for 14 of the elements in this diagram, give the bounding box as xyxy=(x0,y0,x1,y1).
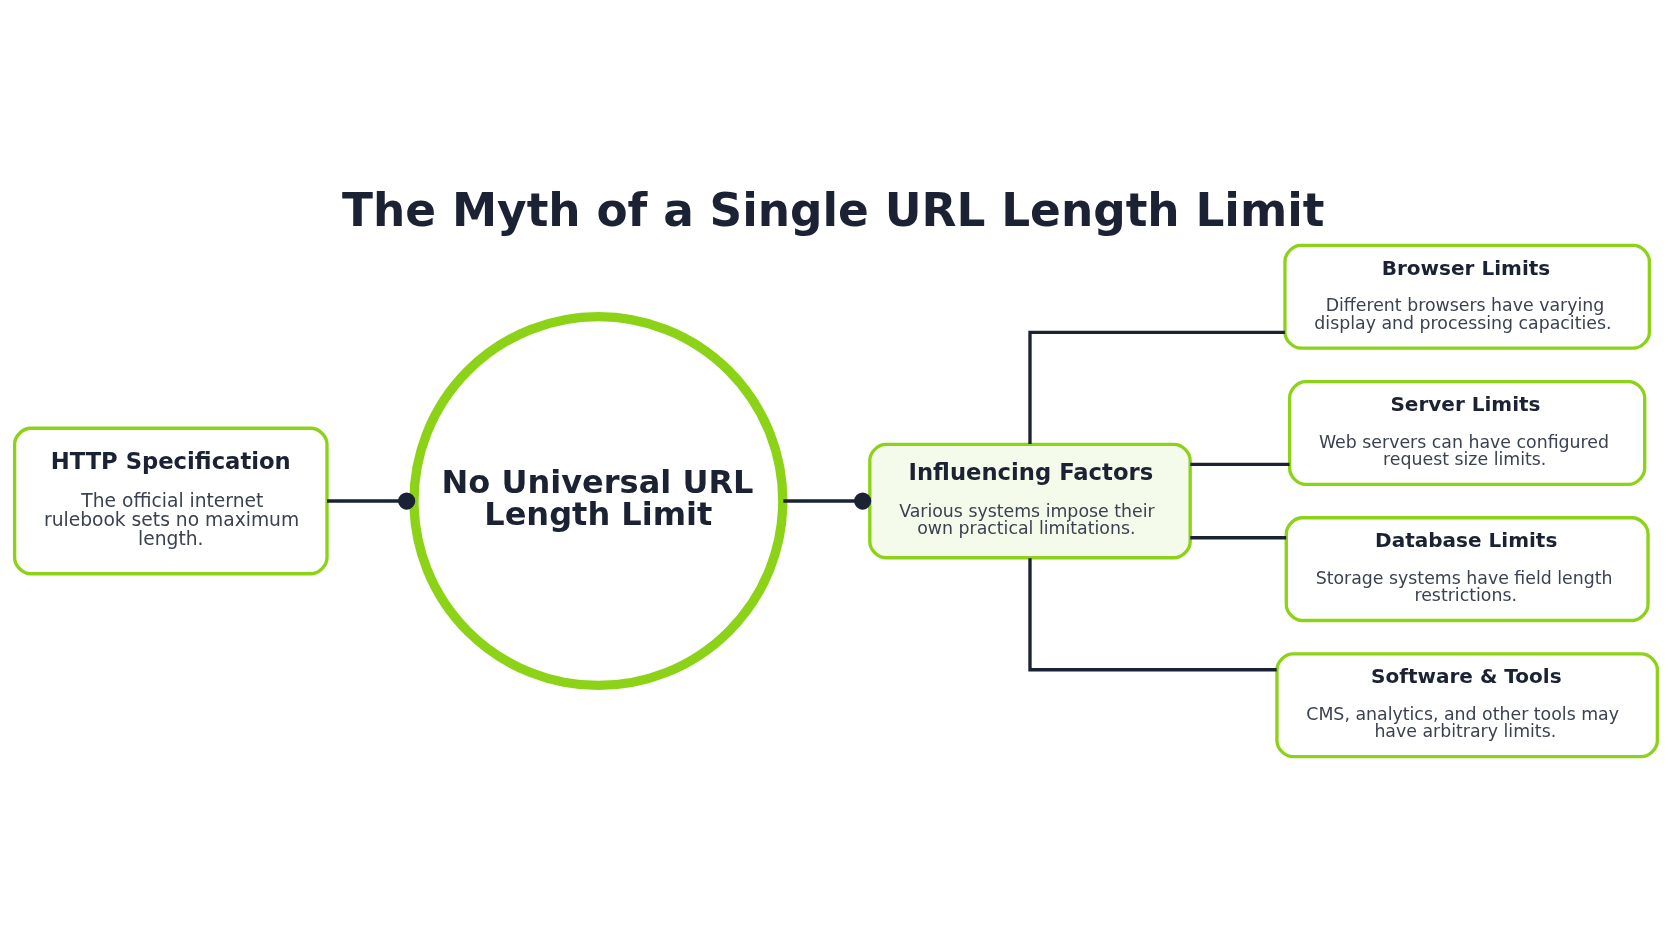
node-box: Browser Limits Different browsers have varying display and processing capacities. xyxy=(1283,243,1652,350)
node-box: Software & Tools CMS, analytics, and other tools may have arbitrary limits. xyxy=(1275,651,1660,758)
node-circle: No Universal URL Length Limit xyxy=(409,311,788,690)
connector xyxy=(1190,462,1290,466)
node-box: Influencing Factors Various systems impose their own practical limitations. xyxy=(868,442,1192,559)
node-box: Server Limits Web servers can have configured request size limits. xyxy=(1287,379,1647,486)
connector xyxy=(1028,557,1277,671)
connector xyxy=(327,491,416,510)
node-box: HTTP Specification The official internet rulebook sets no maximum length. xyxy=(12,426,329,575)
connector xyxy=(1028,330,1285,444)
connector xyxy=(783,491,872,510)
diagram-title: The Myth of a Single URL Length Limit xyxy=(342,183,1325,237)
connector xyxy=(1190,535,1287,539)
node-box: Database Limits Storage systems have field length restrictions. xyxy=(1284,515,1650,622)
